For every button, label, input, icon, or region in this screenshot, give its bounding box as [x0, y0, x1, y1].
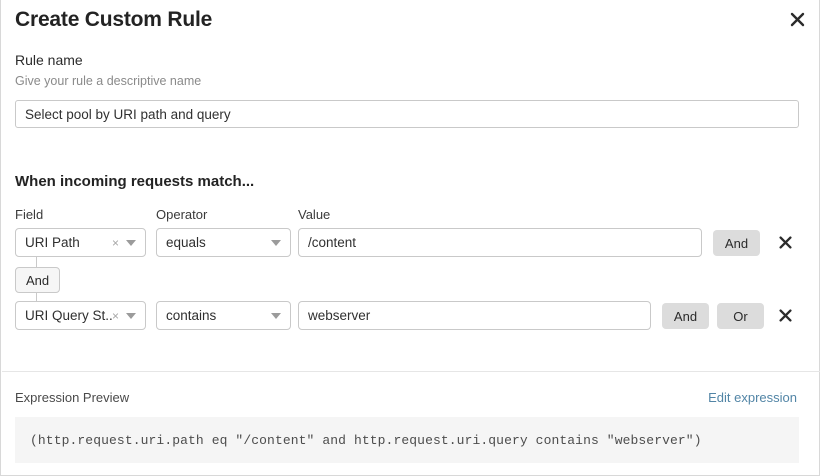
column-header-value: Value — [298, 207, 331, 222]
column-header-field: Field — [15, 207, 44, 222]
operator-select-1-value: equals — [166, 235, 206, 250]
connector-line-bottom — [36, 293, 37, 303]
clear-icon[interactable]: × — [111, 235, 119, 250]
section-divider — [2, 371, 820, 372]
chevron-down-icon — [271, 239, 281, 246]
rule-name-input[interactable] — [15, 100, 799, 128]
rule-name-help-text: Give your rule a descriptive name — [15, 74, 202, 88]
chevron-down-icon — [271, 312, 281, 319]
field-select-1[interactable]: URI Path × — [15, 228, 146, 257]
column-header-operator: Operator — [156, 207, 208, 222]
remove-condition-icon-2[interactable] — [776, 302, 794, 328]
field-select-1-value: URI Path — [25, 235, 80, 250]
expression-preview-label: Expression Preview — [15, 390, 130, 405]
connector-line-top — [36, 257, 37, 267]
field-select-2-value: URI Query St... — [25, 308, 112, 323]
operator-select-2-value: contains — [166, 308, 217, 323]
page-title: Create Custom Rule — [15, 8, 213, 31]
chevron-down-icon — [126, 312, 136, 319]
connector-and-badge[interactable]: And — [15, 267, 61, 293]
clear-icon[interactable]: × — [111, 308, 119, 323]
expression-preview-box: (http.request.uri.path eq "/content" and… — [15, 417, 799, 463]
or-button-2[interactable]: Or — [717, 303, 764, 329]
remove-condition-icon-1[interactable] — [776, 229, 794, 255]
condition-row: URI Query St... × contains And Or — [1, 301, 820, 331]
expression-preview-code: (http.request.uri.path eq "/content" and… — [30, 432, 702, 448]
condition-row: URI Path × equals And — [1, 228, 820, 258]
and-button-2[interactable]: And — [662, 303, 709, 329]
and-button-1[interactable]: And — [713, 230, 760, 256]
field-select-2[interactable]: URI Query St... × — [15, 301, 146, 330]
value-input-2[interactable] — [298, 301, 651, 330]
operator-select-1[interactable]: equals — [156, 228, 291, 257]
rule-name-label: Rule name — [15, 52, 83, 68]
match-section-title: When incoming requests match... — [15, 173, 255, 190]
operator-select-2[interactable]: contains — [156, 301, 291, 330]
chevron-down-icon — [126, 239, 136, 246]
value-input-1[interactable] — [298, 228, 702, 257]
edit-expression-link[interactable]: Edit expression — [708, 390, 797, 405]
condition-connector: And — [1, 257, 121, 303]
close-icon[interactable] — [784, 6, 810, 32]
